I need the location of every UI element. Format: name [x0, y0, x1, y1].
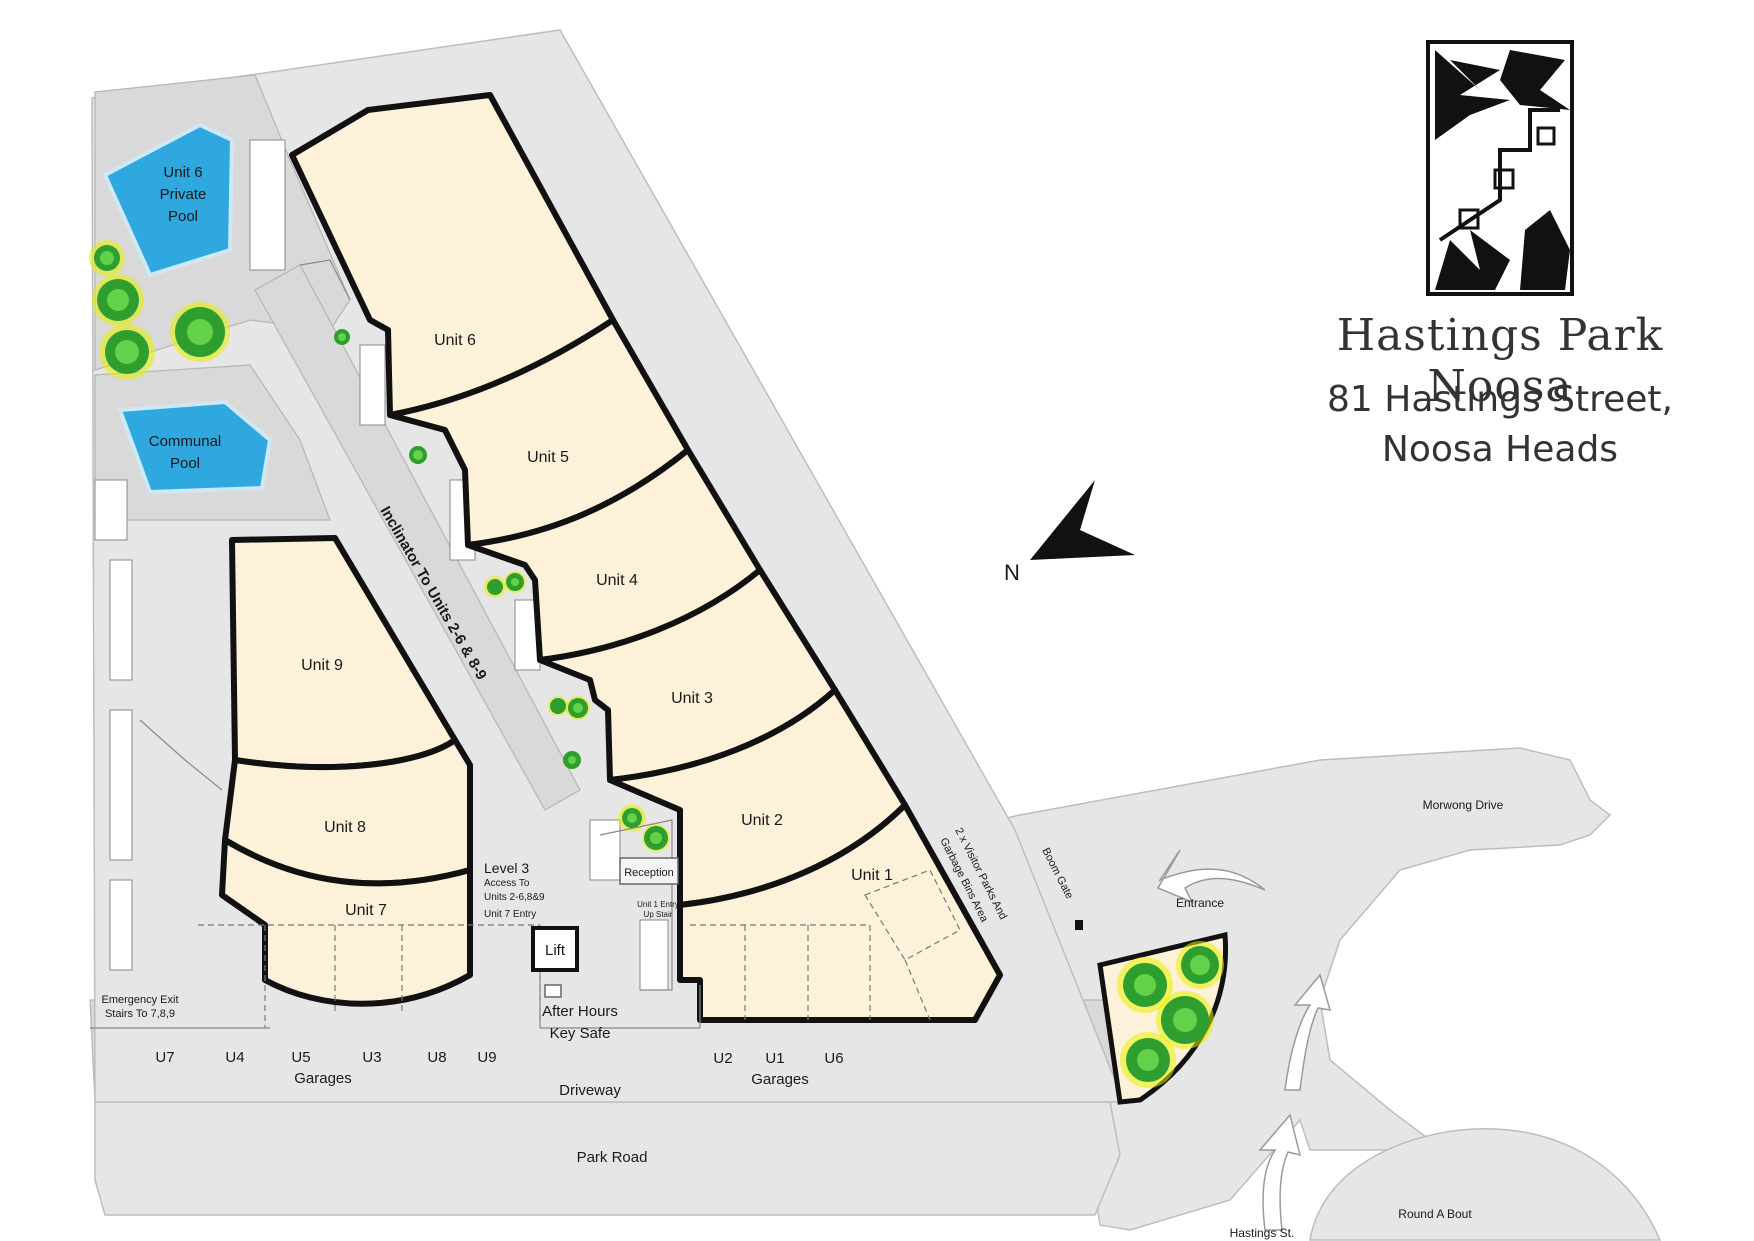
- garage-label-u1: U1: [765, 1050, 784, 1067]
- brand-address: 81 Hastings Street, Noosa Heads: [1300, 375, 1700, 475]
- traffic-arrow-icon: [1258, 1113, 1302, 1231]
- garage-label-u8: U8: [427, 1049, 446, 1066]
- north-arrow-icon: [1030, 480, 1135, 560]
- unit-3-label: Unit 3: [671, 690, 713, 707]
- reception-box: [619, 857, 679, 885]
- lift-label: Lift: [545, 942, 566, 959]
- tree-icon: [1120, 1032, 1176, 1088]
- private-pool-line-3: Pool: [168, 208, 198, 225]
- unit-6-label: Unit 6: [434, 332, 476, 349]
- unit-4-label: Unit 4: [596, 572, 638, 589]
- garage-label-u5: U5: [291, 1049, 310, 1066]
- unit-7-label: Unit 7: [345, 902, 387, 919]
- garage-label-u6: U6: [824, 1050, 843, 1067]
- level-3-title: Level 3: [484, 860, 529, 876]
- tree-icon: [484, 576, 506, 598]
- inclinator-corridor: [254, 264, 581, 811]
- hastings-st-label: Hastings St.: [1230, 1226, 1295, 1240]
- tree-icon: [563, 751, 581, 769]
- traffic-arrow-icon: [1156, 849, 1266, 904]
- tree-icon: [170, 302, 230, 362]
- brand-name: Hastings Park Noosa: [1336, 310, 1664, 412]
- tree-icon: [642, 824, 670, 852]
- emergency-exit-line-2: Stairs To 7,8,9: [105, 1008, 175, 1020]
- communal-pool-line-2: Pool: [170, 455, 200, 472]
- park-road-label: Park Road: [577, 1149, 648, 1166]
- communal-pool-line-1: Communal: [149, 433, 222, 450]
- emergency-exit-line-1: Emergency Exit: [101, 994, 178, 1006]
- garages-left-label: Garages: [294, 1070, 352, 1087]
- morwong-drive-label: Morwong Drive: [1423, 798, 1504, 812]
- garage-label-u9: U9: [477, 1049, 496, 1066]
- tree-icon: [334, 329, 350, 345]
- tree-icon: [504, 571, 526, 593]
- tree-icon: [1117, 957, 1173, 1013]
- after-hours-line-2: Key Safe: [550, 1025, 611, 1042]
- unit-2-label: Unit 2: [741, 812, 783, 829]
- left-building: [219, 535, 473, 1007]
- entrance-label: Entrance: [1176, 896, 1224, 910]
- unit-7-outline: [219, 837, 473, 1007]
- roundabout-label: Round A Bout: [1398, 1207, 1472, 1221]
- roundabout: [1309, 1128, 1662, 1241]
- garage-label-u2: U2: [713, 1050, 732, 1067]
- left-stairs: [94, 139, 669, 991]
- unit-1-entry-line-1: Unit 1 Entry: [637, 900, 679, 909]
- unit-1-outline: [677, 802, 1003, 1023]
- address-line-2: Noosa Heads: [1381, 429, 1619, 470]
- private-pool-line-1: Unit 6: [163, 164, 202, 181]
- tree-icon: [89, 240, 125, 276]
- garage-label-u7: U7: [155, 1049, 174, 1066]
- unit-5-label: Unit 5: [527, 449, 569, 466]
- traffic-arrow-icon: [1284, 973, 1332, 1091]
- trees: [89, 240, 670, 852]
- boom-gate-post: [1075, 920, 1083, 930]
- level-3-line-2: Access To: [484, 878, 530, 889]
- garage-bays: [198, 869, 961, 1028]
- unit-6-private-pool: [102, 122, 235, 278]
- level-3-line-3: Units 2-6,8&9: [484, 892, 545, 903]
- level-3-line-4: Unit 7 Entry: [484, 909, 536, 920]
- garage-label-u3: U3: [362, 1049, 381, 1066]
- unit-1-label: Unit 1: [851, 867, 893, 884]
- after-hours-line-1: After Hours: [542, 1003, 618, 1020]
- communal-pool: [117, 399, 273, 495]
- tree-icon: [409, 446, 427, 464]
- key-safe-box: [544, 984, 562, 998]
- tree-icon: [566, 696, 590, 720]
- tree-icon: [92, 274, 144, 326]
- right-building: [289, 92, 1003, 1023]
- garages-right-label: Garages: [751, 1071, 809, 1088]
- tree-icon: [618, 804, 646, 832]
- reception-label: Reception: [624, 867, 674, 879]
- tree-icon: [1156, 991, 1214, 1049]
- unit-9-label: Unit 9: [301, 657, 343, 674]
- entrance-trees: [1117, 941, 1224, 1088]
- garage-label-u4: U4: [225, 1049, 244, 1066]
- traffic-arrows: [1156, 849, 1332, 1231]
- site-lines: [90, 259, 701, 1029]
- driveway-label: Driveway: [559, 1082, 621, 1099]
- tree-icon: [1176, 941, 1224, 989]
- address-line-1: 81 Hastings Street,: [1327, 379, 1673, 420]
- unit-1-entry-line-2: Up Stair: [644, 910, 673, 919]
- tree-icon: [99, 324, 155, 380]
- tree-icon: [548, 696, 568, 716]
- private-pool-line-2: Private: [160, 186, 207, 203]
- unit-8-label: Unit 8: [324, 819, 366, 836]
- palm-logo-icon: [1426, 40, 1574, 296]
- north-label: N: [1004, 560, 1020, 585]
- lift-box: [531, 926, 579, 972]
